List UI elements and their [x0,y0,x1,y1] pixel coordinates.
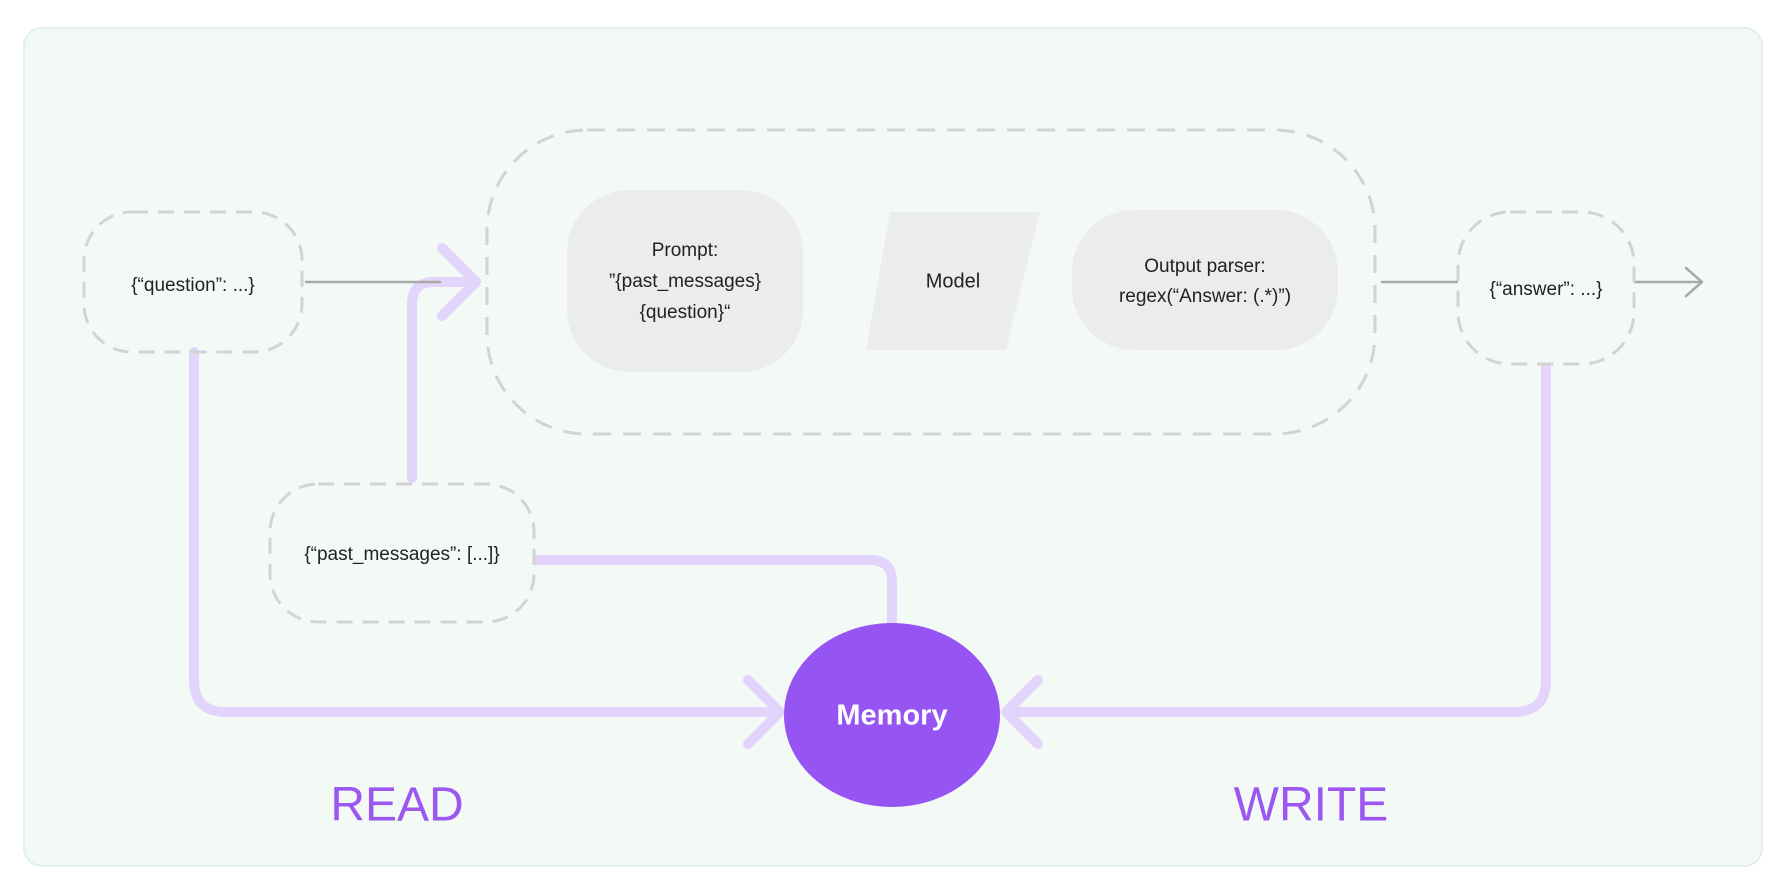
output-parser-label-line1: Output parser: [1144,256,1265,277]
model-node[interactable] [866,212,1040,350]
prompt-label-line2: ”{past_messages} [609,271,761,292]
question-input-node[interactable] [82,210,304,354]
flow-connectors [304,266,1704,298]
output-arrowhead [1684,266,1704,298]
chain-container [485,128,1377,436]
prompt-node[interactable] [567,190,803,372]
read-label: READ [330,779,463,832]
past-messages-node[interactable] [268,482,536,624]
read-connector [189,347,777,717]
output-parser-node[interactable] [1072,210,1338,350]
write-connector [1007,359,1551,717]
write-label: WRITE [1234,779,1389,832]
memory-connectors [189,243,1551,749]
memory-node[interactable] [784,623,1000,807]
chain-input-arrowhead [437,243,481,321]
prompt-label-line1: Prompt: [652,240,719,261]
answer-output-node[interactable] [1456,210,1636,366]
question-input-label: {“question”: ...} [131,275,255,296]
model-label: Model [926,270,980,292]
past-messages-label: {“past_messages”: [...]} [304,544,499,565]
read-arrowhead [743,675,785,749]
output-parser-label-line2: regex(“Answer: (.*)”) [1119,286,1291,307]
write-arrowhead [1001,675,1043,749]
memory-label: Memory [836,700,947,732]
prompt-label-line3: {question}“ [640,302,731,323]
answer-output-label: {“answer”: ...} [1490,279,1603,300]
memory-to-past-messages-connector [529,555,897,627]
